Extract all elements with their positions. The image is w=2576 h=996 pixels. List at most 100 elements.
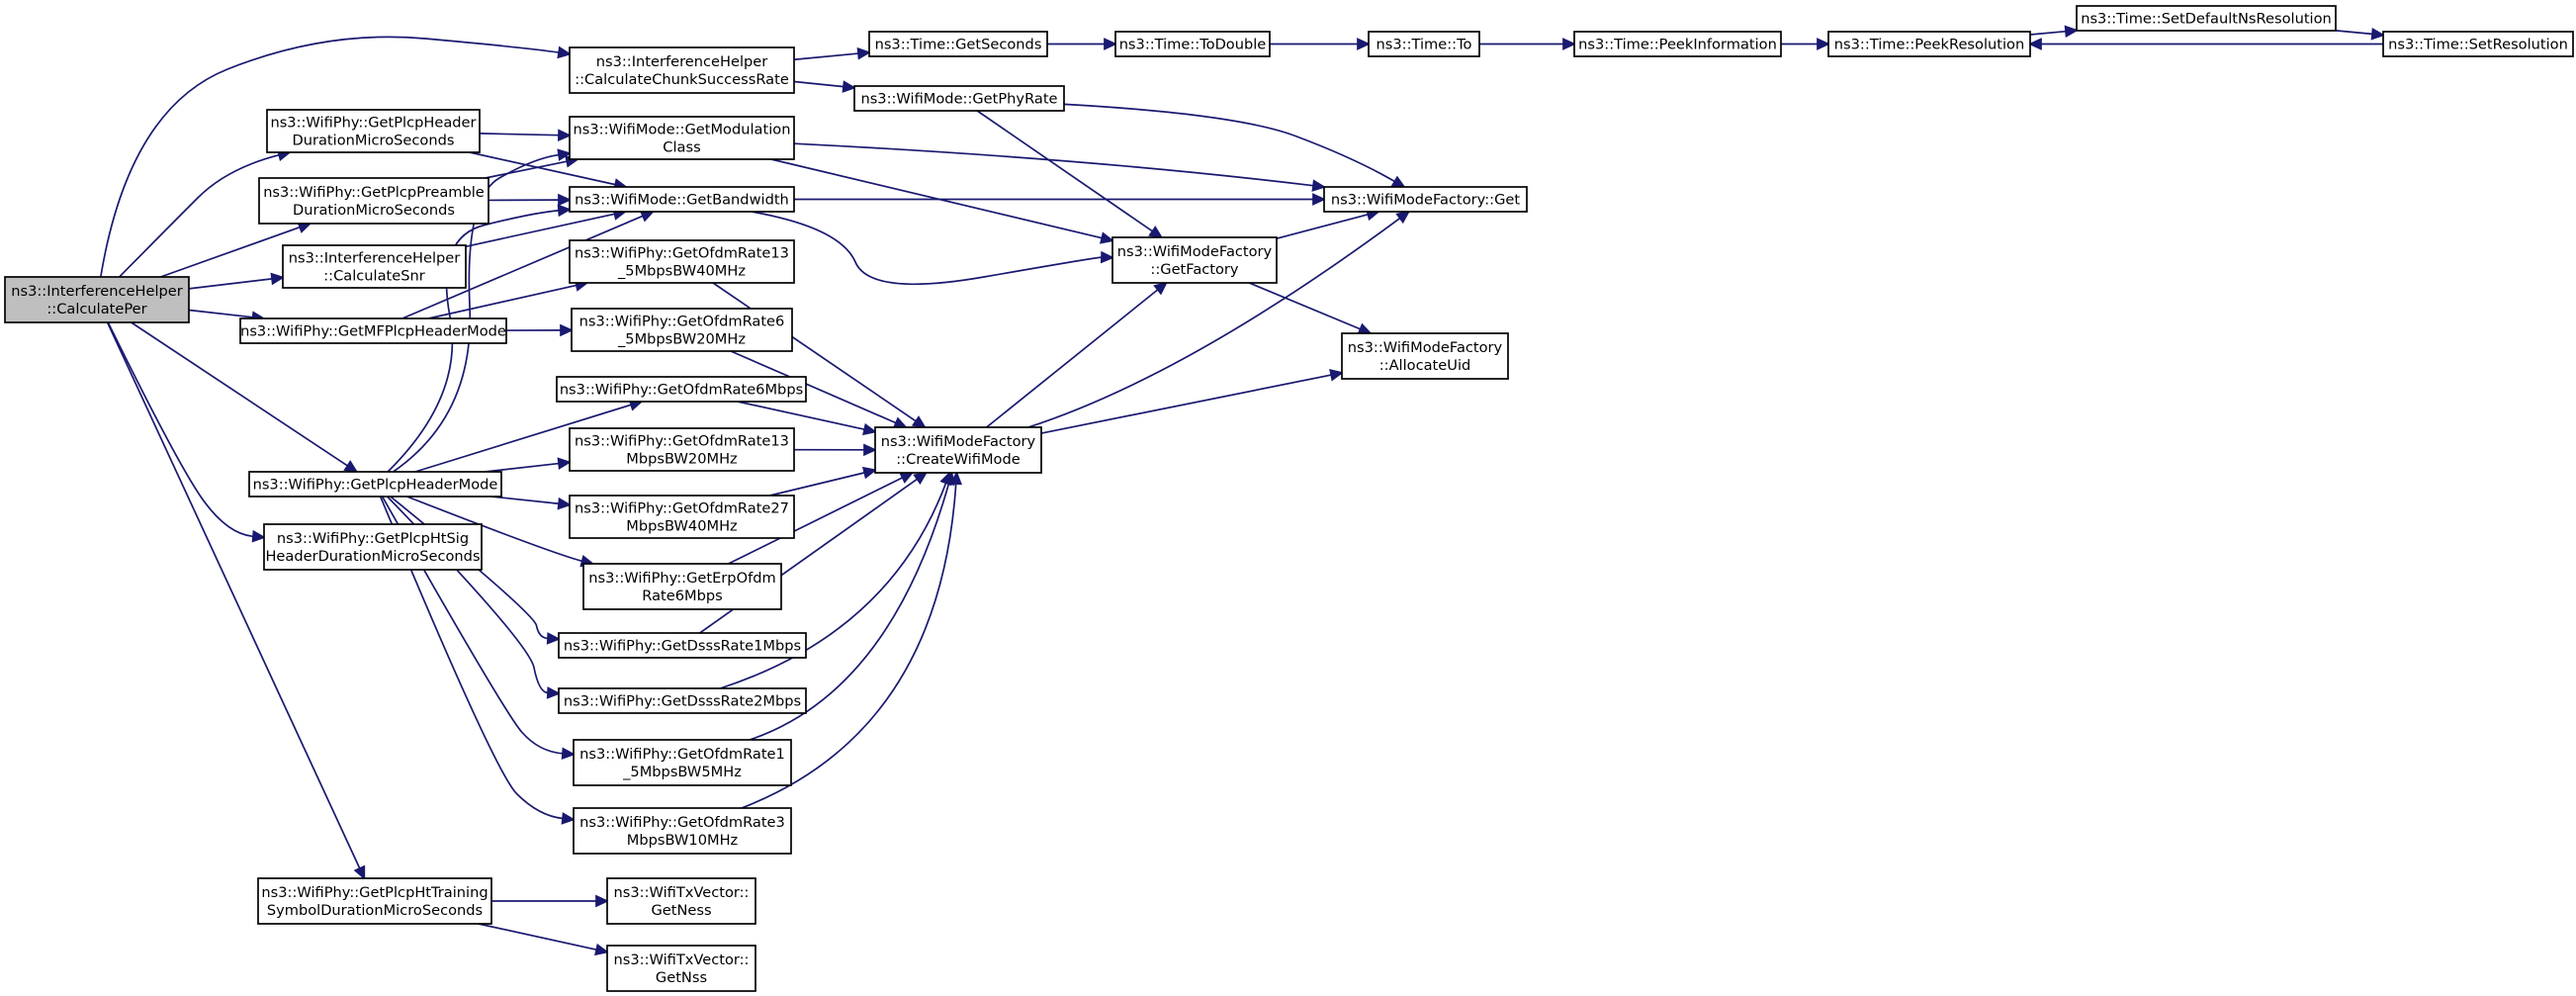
node-label: MbpsBW10MHz xyxy=(627,832,739,849)
node-label: MbpsBW40MHz xyxy=(626,518,738,535)
edge-line xyxy=(188,278,273,290)
node-box xyxy=(569,186,795,213)
edge-line xyxy=(2029,30,2067,36)
node-getFactory[interactable]: ns3::WifiModeFactory::GetFactory xyxy=(1111,236,1278,284)
node-label: ns3::Time::SetResolution xyxy=(2388,37,2568,53)
node-box xyxy=(558,687,807,714)
node-timeTo[interactable]: ns3::Time::To xyxy=(1368,31,1480,57)
call-edge-calcPer-to-htTrain xyxy=(106,321,366,880)
node-allocUid[interactable]: ns3::WifiModeFactory::AllocateUid xyxy=(1341,332,1509,380)
node-label: ns3::WifiPhy::GetOfdmRate6 xyxy=(579,314,785,330)
node-dsss1[interactable]: ns3::WifiPhy::GetDsssRate1Mbps xyxy=(558,632,807,659)
node-preDur[interactable]: ns3::WifiPhy::GetPlcpPreambleDurationMic… xyxy=(258,177,489,225)
node-bandwidth[interactable]: ns3::WifiMode::GetBandwidth xyxy=(569,186,795,213)
node-label: _5MbpsBW5MHz xyxy=(622,764,742,780)
call-edge-create-to-factGet xyxy=(1027,210,1411,428)
node-label: ns3::WifiPhy::GetPlcpPreamble xyxy=(263,184,485,201)
node-label: ns3::WifiPhy::GetErpOfdm xyxy=(588,570,775,587)
call-edge-preDur-to-modClass xyxy=(485,155,580,179)
node-label: MbpsBW20MHz xyxy=(626,451,738,468)
node-label: ns3::Time::ToDouble xyxy=(1119,37,1267,53)
node-label: ::AllocateUid xyxy=(1379,357,1471,374)
arrowhead-icon xyxy=(639,210,656,223)
node-getNss[interactable]: ns3::WifiTxVector::GetNss xyxy=(606,945,756,992)
arrowhead-icon xyxy=(251,529,267,543)
arrowhead-icon xyxy=(1357,322,1373,335)
node-label: ns3::InterferenceHelper xyxy=(596,53,768,70)
node-setRes[interactable]: ns3::Time::SetResolution xyxy=(2382,31,2574,57)
call-edge-peekInfo-to-peekRes xyxy=(1781,38,1831,50)
node-o6_5_20[interactable]: ns3::WifiPhy::GetOfdmRate6_5MbpsBW20MHz xyxy=(571,308,793,352)
node-hdrMode[interactable]: ns3::WifiPhy::GetPlcpHeaderMode xyxy=(248,471,502,498)
node-factGet[interactable]: ns3::WifiModeFactory::Get xyxy=(1323,186,1528,213)
node-box xyxy=(4,276,190,323)
call-edge-mfHdr-to-o6_5_20 xyxy=(505,323,575,337)
node-box xyxy=(868,31,1048,57)
node-calcPer[interactable]: ns3::InterferenceHelper::CalculatePer xyxy=(4,276,190,323)
node-label: ns3::WifiTxVector:: xyxy=(614,951,750,968)
node-label: ns3::WifiPhy::GetOfdmRate1 xyxy=(579,746,785,763)
node-setDefNs[interactable]: ns3::Time::SetDefaultNsResolution xyxy=(2076,5,2337,32)
node-snr[interactable]: ns3::InterferenceHelper::CalculateSnr xyxy=(282,244,467,289)
node-htTrain[interactable]: ns3::WifiPhy::GetPlcpHtTrainingSymbolDur… xyxy=(257,877,492,925)
node-label: ns3::WifiPhy::GetDsssRate2Mbps xyxy=(564,693,801,710)
node-label: GetNss xyxy=(656,969,707,986)
node-htSig[interactable]: ns3::WifiPhy::GetPlcpHtSigHeaderDuration… xyxy=(263,523,483,571)
node-getNess[interactable]: ns3::WifiTxVector::GetNess xyxy=(606,877,756,925)
call-edge-hdrMode-to-o1_5_5 xyxy=(381,496,577,761)
edge-line xyxy=(1027,217,1401,428)
call-edge-o13_20-to-create xyxy=(793,443,878,457)
call-edge-calcPer-to-htSig xyxy=(107,321,267,543)
node-toDouble[interactable]: ns3::Time::ToDouble xyxy=(1114,31,1271,57)
edge-line xyxy=(986,289,1159,428)
node-label: ns3::WifiPhy::GetOfdmRate27 xyxy=(575,500,789,517)
edge-line xyxy=(976,110,1153,232)
edge-line xyxy=(1040,374,1332,434)
node-peekInfo[interactable]: ns3::Time::PeekInformation xyxy=(1573,31,1782,57)
node-hdrDur[interactable]: ns3::WifiPhy::GetPlcpHeaderDurationMicro… xyxy=(266,109,481,153)
node-create[interactable]: ns3::WifiModeFactory::CreateWifiMode xyxy=(874,426,1042,474)
node-box xyxy=(1827,31,2031,57)
node-box xyxy=(569,427,795,472)
arrowhead-icon xyxy=(557,148,573,161)
node-label: ns3::WifiTxVector:: xyxy=(614,884,750,901)
node-o6[interactable]: ns3::WifiPhy::GetOfdmRate6Mbps xyxy=(556,376,807,403)
arrowhead-icon xyxy=(557,45,573,59)
node-peekRes[interactable]: ns3::Time::PeekResolution xyxy=(1827,31,2031,57)
node-label: DurationMicroSeconds xyxy=(293,133,455,149)
node-mfHdr[interactable]: ns3::WifiPhy::GetMFPlcpHeaderMode xyxy=(239,317,507,344)
call-edge-hdrMode-to-o6 xyxy=(414,399,644,473)
node-label: SymbolDurationMicroSeconds xyxy=(267,902,483,919)
node-chunk[interactable]: ns3::InterferenceHelper::CalculateChunkS… xyxy=(569,46,795,94)
node-label: HeaderDurationMicroSeconds xyxy=(265,548,480,565)
call-edge-o27_40-to-create xyxy=(769,466,877,497)
arrowhead-icon xyxy=(557,204,573,218)
node-o1_5_5[interactable]: ns3::WifiPhy::GetOfdmRate1_5MbpsBW5MHz xyxy=(573,739,792,786)
node-dsss2[interactable]: ns3::WifiPhy::GetDsssRate2Mbps xyxy=(558,687,807,714)
arrowhead-icon xyxy=(561,747,577,761)
edge-line xyxy=(131,321,348,467)
node-box xyxy=(248,471,502,498)
node-phyRate[interactable]: ns3::WifiMode::GetPhyRate xyxy=(853,85,1065,112)
arrowhead-icon xyxy=(861,466,877,480)
edge-line xyxy=(401,215,644,319)
node-box xyxy=(1368,31,1480,57)
node-label: ns3::Time::GetSeconds xyxy=(875,37,1042,53)
node-label: ::CalculateChunkSuccessRate xyxy=(575,71,789,88)
node-o13_5_40[interactable]: ns3::WifiPhy::GetOfdmRate13_5MbpsBW40MHz xyxy=(569,239,795,284)
edge-line xyxy=(751,211,1103,286)
node-box xyxy=(569,239,795,284)
edge-line xyxy=(737,401,865,431)
edge-line xyxy=(793,142,1314,187)
edge-line xyxy=(749,483,950,741)
edge-line xyxy=(485,160,568,179)
node-getSeconds[interactable]: ns3::Time::GetSeconds xyxy=(868,31,1048,57)
edge-line xyxy=(720,483,947,689)
edge-line xyxy=(769,472,865,497)
